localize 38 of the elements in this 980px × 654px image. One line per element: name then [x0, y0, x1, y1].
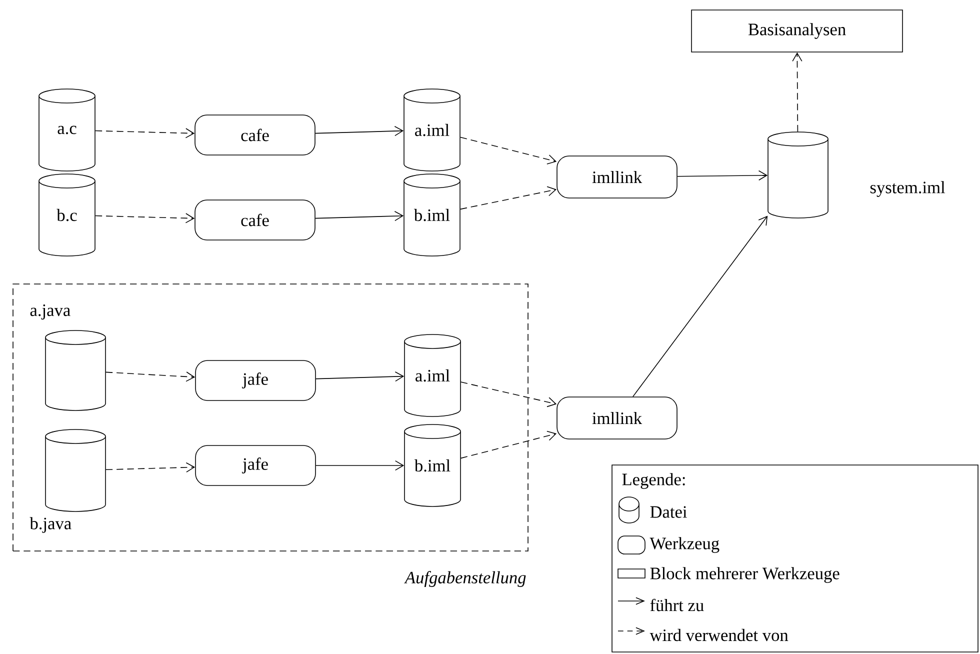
- node-label: Aufgabenstellung: [404, 571, 526, 587]
- tool-box: jafe: [195, 360, 316, 401]
- legend-text: Block mehrerer Werkzeuge: [650, 567, 840, 583]
- file-cylinder: a.iml: [404, 88, 460, 172]
- arrow: [315, 126, 404, 136]
- dashed-arrow: [95, 213, 195, 224]
- legend-text: Datei: [650, 506, 687, 518]
- arrow: [315, 210, 404, 222]
- legend-text: wird verwendet von: [650, 628, 788, 642]
- file-cylinder: b.c: [38, 174, 96, 256]
- file-cylinder: a.java: [30, 304, 106, 411]
- legend-title: Legende:: [622, 473, 685, 489]
- legend-text: führt zu: [650, 598, 704, 612]
- tool-box: cafe: [194, 200, 316, 240]
- file-cylinder: b.iml: [404, 424, 461, 507]
- block-box: Basisanalysen: [691, 10, 903, 52]
- arrow: [316, 371, 404, 382]
- tool-box: imllink: [556, 396, 678, 440]
- tool-box: jafe: [195, 445, 316, 486]
- file-cylinder: a.iml: [404, 334, 461, 417]
- arrow: [316, 460, 404, 471]
- arrow: [677, 170, 768, 180]
- file-cylinder: system.iml: [768, 132, 945, 218]
- dashed-arrow: [460, 430, 557, 459]
- dashed-arrow: [792, 52, 802, 132]
- file-cylinder: b.iml: [404, 174, 460, 256]
- dashed-arrow: [106, 462, 196, 472]
- file-cylinder: a.c: [38, 88, 96, 172]
- dashed-arrow: [460, 186, 557, 210]
- tool-box: cafe: [194, 114, 316, 156]
- dashed-arrow: [95, 128, 195, 138]
- dashed-arrow: [460, 136, 557, 164]
- dashed-arrow: [106, 372, 196, 382]
- arrow: [632, 216, 768, 397]
- file-cylinder: b.java: [30, 429, 106, 533]
- legend-text: Werkzeug: [650, 537, 720, 553]
- tool-box: imllink: [556, 156, 678, 198]
- dashed-arrow: [460, 382, 557, 408]
